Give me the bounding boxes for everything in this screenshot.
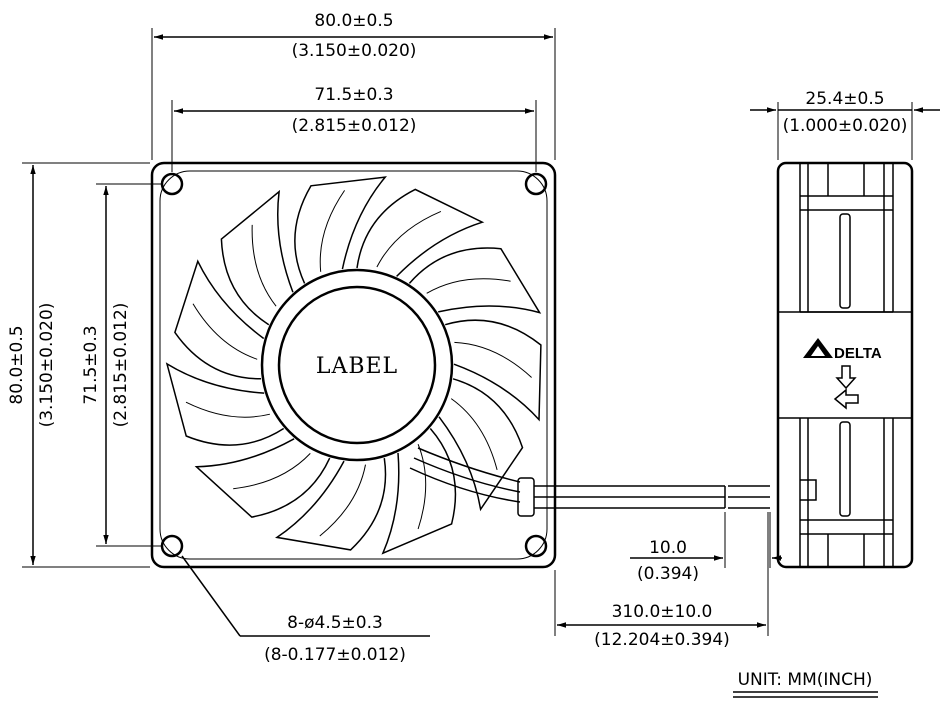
lead-length-dimension: 310.0±10.0 (12.204±0.394) (554, 512, 769, 650)
fan-blade-edge (417, 444, 427, 530)
hub-label-text: LABEL (316, 354, 398, 379)
fan-blade (356, 188, 485, 277)
fan-blade (381, 428, 457, 555)
strip-length-dimension: 10.0 (0.394) (630, 512, 782, 584)
fan-blade-edge (450, 398, 498, 471)
hub-outer-ring (260, 268, 454, 462)
fan-blade-edge (319, 190, 346, 272)
fan-blade (174, 259, 265, 380)
fan-blade (220, 189, 294, 326)
hole-spacing-horizontal-dimension: 71.5±0.3 (2.815±0.012) (171, 85, 537, 172)
side-view-outline (776, 161, 914, 569)
mounting-hole-bottom-right (524, 534, 548, 558)
fan-blade (194, 438, 331, 518)
fan-blade (275, 457, 387, 551)
fan-blade (438, 378, 524, 512)
side-view: DELTA (776, 161, 914, 569)
fan-venturi-outline (159, 170, 548, 560)
fan-blade-edge (251, 224, 277, 307)
hole-spacing-h-mm: 71.5±0.3 (314, 85, 393, 105)
delta-brand-text: DELTA (834, 345, 882, 362)
overall-height-in: (3.150±0.020) (37, 303, 57, 428)
strip-length-in: (0.394) (637, 564, 699, 584)
hub-label-circle (277, 285, 437, 445)
overall-width-mm: 80.0±0.5 (314, 11, 393, 31)
fan-blade-edge (454, 341, 532, 378)
unit-note: UNIT: MM(INCH) (733, 670, 878, 698)
lead-length-mm: 310.0±10.0 (612, 602, 713, 622)
fan-blade-edge (319, 464, 366, 537)
holes-mm: 8-ø4.5±0.3 (287, 613, 383, 633)
fan-blade (408, 247, 542, 314)
mounting-hole-top-right (524, 172, 548, 196)
overall-height-dimension: 80.0±0.5 (3.150±0.020) (7, 162, 150, 568)
mounting-holes-callout: 8-ø4.5±0.3 (8-0.177±0.012) (181, 555, 430, 665)
fan-blade-edge (185, 401, 271, 418)
depth-dimension: 25.4±0.5 (1.000±0.020) (750, 89, 940, 160)
hole-spacing-vertical-dimension: 71.5±0.3 (2.815±0.012) (81, 183, 162, 547)
fan-blade (165, 362, 285, 446)
delta-logo: DELTA (803, 338, 882, 362)
strip-length-mm: 10.0 (649, 538, 687, 558)
overall-height-mm: 80.0±0.5 (7, 325, 27, 404)
fan-blade (444, 319, 542, 422)
unit-note-text: UNIT: MM(INCH) (738, 670, 873, 690)
hole-spacing-v-mm: 71.5±0.3 (81, 325, 101, 404)
fan-frame-outline (150, 161, 557, 569)
rotation-direction-arrow (833, 388, 859, 410)
holes-in: (8-0.177±0.012) (264, 645, 406, 665)
fan-blade-edge (192, 303, 258, 360)
depth-in: (1.000±0.020) (783, 116, 908, 136)
overall-width-dimension: 80.0±0.5 (3.150±0.020) (151, 11, 556, 160)
fan-blade-edge (426, 278, 511, 294)
fan-blade-edge (376, 210, 442, 268)
hole-spacing-h-in: (2.815±0.012) (292, 116, 417, 136)
lead-length-in: (12.204±0.394) (594, 630, 730, 650)
fan-blade (294, 176, 387, 284)
fan-blades (159, 170, 548, 560)
airflow-direction-arrow (835, 365, 857, 390)
front-view: LABEL (150, 161, 770, 569)
overall-width-in: (3.150±0.020) (292, 41, 417, 61)
hole-spacing-v-in: (2.815±0.012) (111, 303, 131, 428)
lead-wires (409, 447, 770, 517)
depth-mm: 25.4±0.5 (805, 89, 884, 109)
fan-blade-edge (233, 453, 311, 490)
